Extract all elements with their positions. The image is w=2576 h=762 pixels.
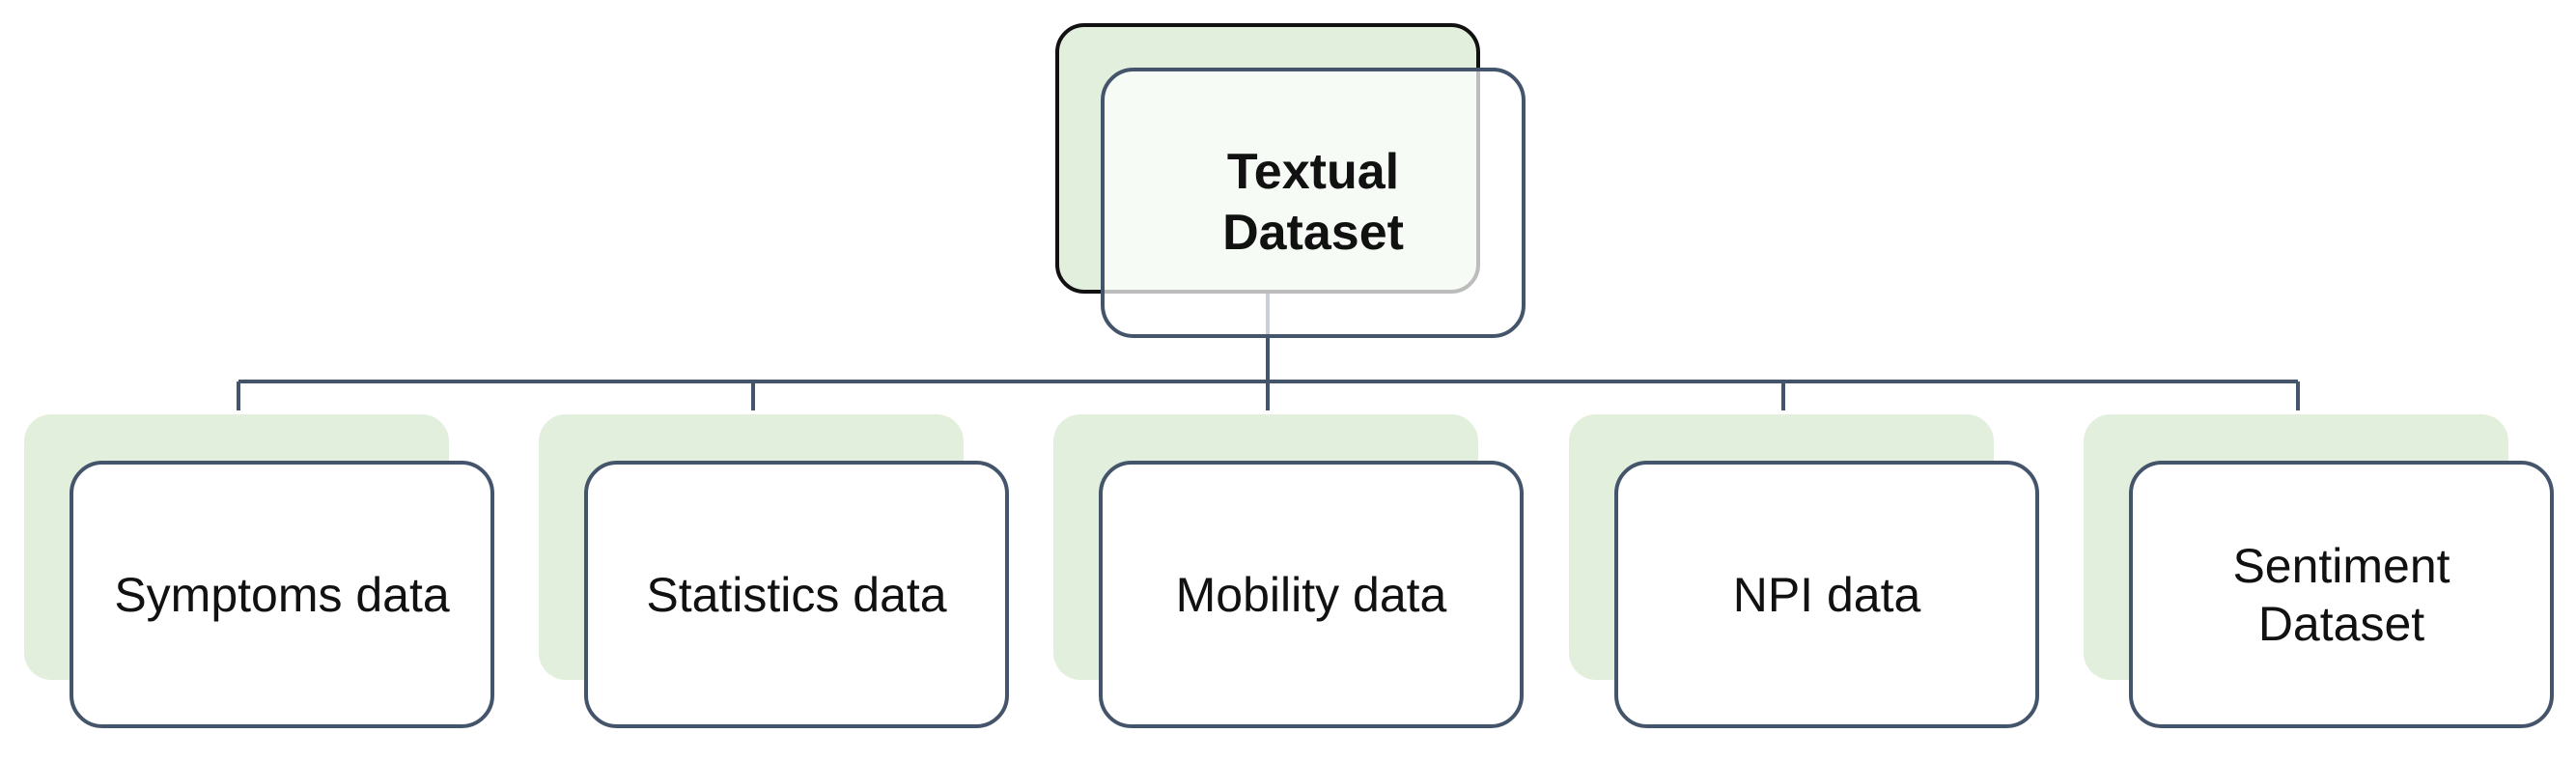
child-node-symptoms: Symptoms data [70, 461, 494, 728]
child-node-mobility: Mobility data [1099, 461, 1524, 728]
child-node-label: NPI data [1732, 567, 1921, 622]
child-node-label: Mobility data [1175, 567, 1447, 622]
child-node-label: Sentiment Dataset [2232, 538, 2450, 651]
child-node-label: Symptoms data [114, 567, 450, 622]
root-node: Textual Dataset [1101, 68, 1526, 338]
child-node-npi: NPI data [1614, 461, 2039, 728]
child-node-sentiment: Sentiment Dataset [2129, 461, 2554, 728]
child-node-statistics: Statistics data [584, 461, 1009, 728]
root-node-label: Textual Dataset [1222, 143, 1404, 261]
child-node-label: Statistics data [646, 567, 947, 622]
